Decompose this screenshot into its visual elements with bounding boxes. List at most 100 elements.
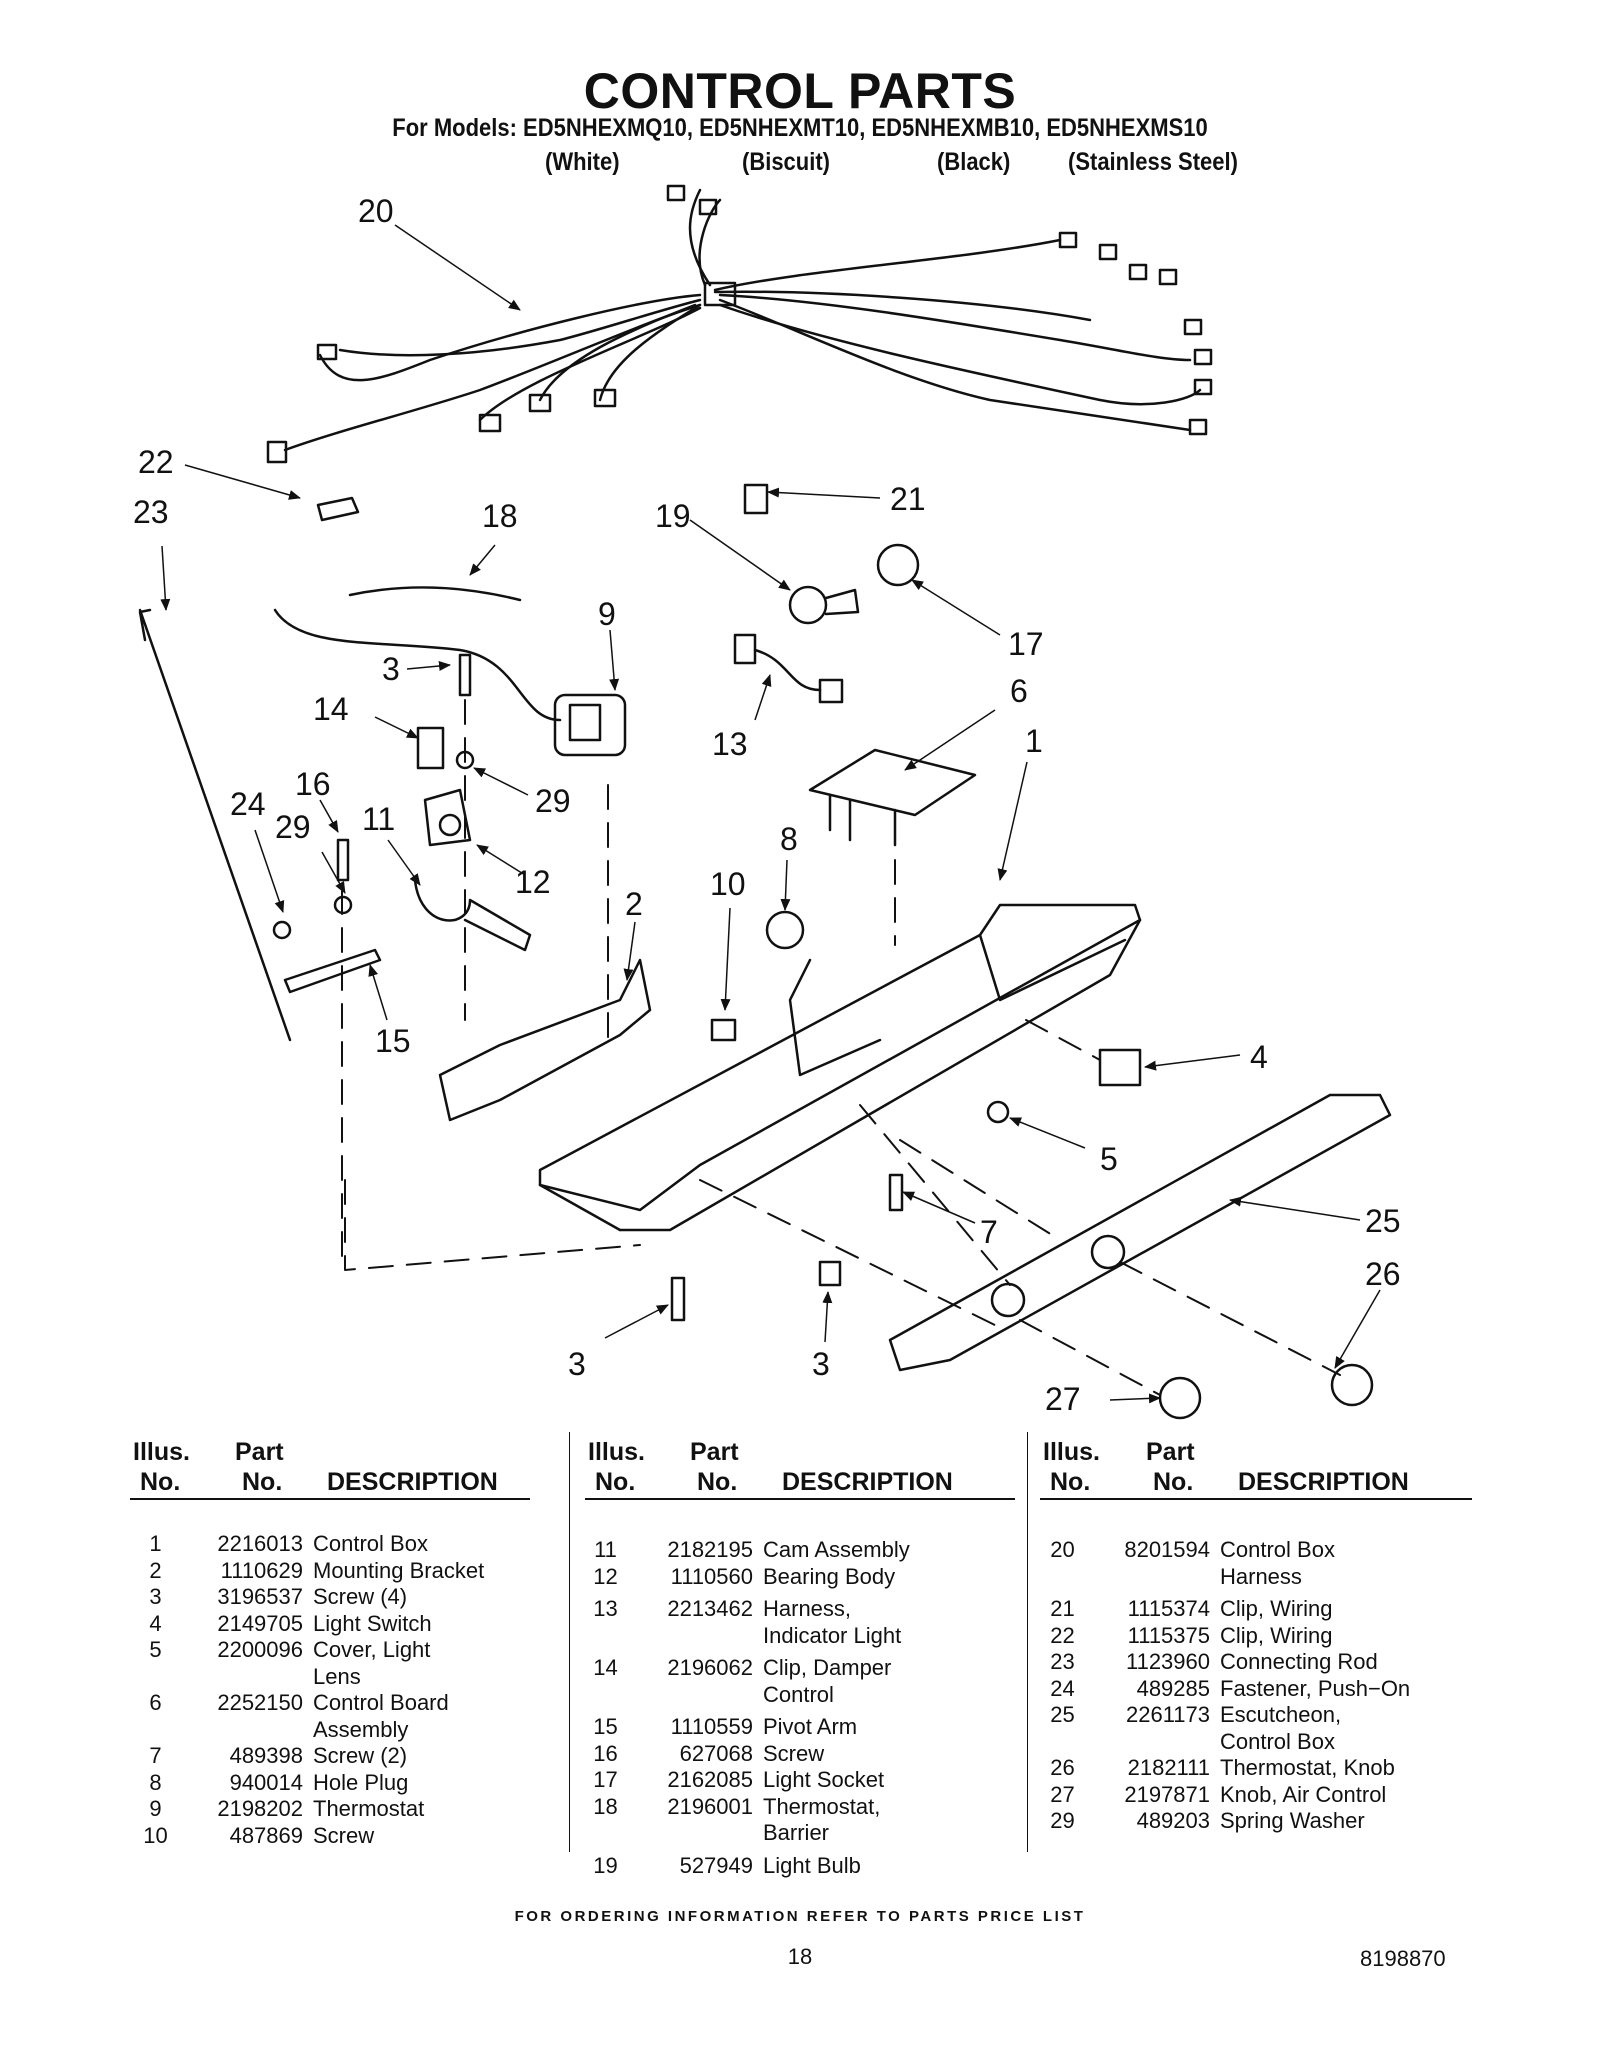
document-number: 8198870 — [1360, 1946, 1446, 1971]
illus-number: 3 — [149, 1584, 162, 1609]
callout-8: 8 — [780, 821, 798, 857]
header-rule — [585, 1498, 1015, 1500]
callout-16: 16 — [295, 766, 331, 802]
header-illus: Illus. — [1043, 1438, 1100, 1466]
part-description: Control Box — [1220, 1537, 1335, 1562]
illus-number: 14 — [593, 1655, 618, 1680]
callout-6: 6 — [1010, 673, 1028, 709]
part-number: 2216013 — [217, 1531, 303, 1556]
part-description: Cover, Light — [313, 1637, 431, 1662]
thermostat-barrier — [348, 586, 522, 602]
thermostat-knob — [1330, 1363, 1374, 1407]
illus-number: 6 — [149, 1690, 162, 1715]
part-description: Spring Washer — [1220, 1808, 1365, 1833]
part-number: 2162085 — [667, 1767, 753, 1792]
part-description: Bearing Body — [763, 1563, 896, 1589]
callout-7: 7 — [980, 1214, 998, 1250]
illus-number: 13 — [593, 1596, 618, 1621]
callout-9: 9 — [598, 596, 616, 632]
illus-number: 10 — [143, 1822, 168, 1848]
illus-number: 21 — [1050, 1596, 1075, 1621]
part-number: 1110560 — [670, 1563, 753, 1589]
screw-16 — [336, 838, 350, 882]
part-description-continued: Barrier — [763, 1820, 830, 1845]
illus-number: 4 — [149, 1610, 162, 1636]
damper-control-clip — [416, 726, 445, 770]
page-title: CONTROL PARTS — [583, 63, 1017, 119]
illus-number: 15 — [593, 1714, 618, 1739]
screw-3-top — [458, 653, 472, 697]
bearing-body — [423, 788, 472, 847]
header-illus-no: No. — [1050, 1468, 1091, 1496]
part-number: 1123960 — [1125, 1649, 1210, 1674]
part-description: Thermostat, Knob — [1220, 1755, 1395, 1780]
parts-row-continued: Barrier — [593, 1820, 1013, 1847]
part-description: Mounting Bracket — [313, 1557, 485, 1583]
pivot-arm — [283, 948, 382, 994]
part-description: Escutcheon, — [1220, 1702, 1342, 1727]
header-description: DESCRIPTION — [1238, 1468, 1409, 1496]
connecting-rod — [138, 608, 292, 1042]
callout-18: 18 — [482, 498, 518, 534]
part-description: Clip, Damper — [763, 1655, 892, 1680]
illus-number: 16 — [593, 1740, 618, 1766]
part-description: Connecting Rod — [1220, 1649, 1378, 1674]
illus-number: 25 — [1050, 1702, 1075, 1727]
part-description-continued: Lens — [313, 1663, 361, 1689]
callout-3-bottom-left: 3 — [568, 1346, 586, 1382]
part-description: Harness, — [763, 1596, 852, 1621]
light-lens-cover — [986, 1100, 1010, 1124]
illus-number: 24 — [1050, 1675, 1075, 1701]
part-number: 2200096 — [217, 1637, 303, 1662]
callout-23: 23 — [133, 494, 169, 530]
part-description: Cam Assembly — [763, 1537, 910, 1562]
illus-number: 22 — [1050, 1622, 1075, 1648]
illus-number: 29 — [1050, 1808, 1075, 1833]
illus-number: 27 — [1050, 1781, 1075, 1807]
part-description: Control Box — [313, 1531, 428, 1556]
part-description: Thermostat — [313, 1796, 425, 1821]
header-illus: Illus. — [133, 1438, 190, 1466]
part-number: 2196062 — [667, 1655, 753, 1680]
header-part: Part — [235, 1438, 284, 1466]
part-number: 627068 — [679, 1740, 753, 1766]
part-description: Pivot Arm — [763, 1714, 858, 1739]
parts-row-continued: Control — [593, 1682, 1013, 1709]
part-description-continued: Harness — [1220, 1563, 1302, 1589]
parts-row: 14 2196062 Clip, Damper — [593, 1655, 1013, 1682]
illus-number: 2 — [149, 1557, 162, 1583]
part-description: Screw (4) — [313, 1584, 408, 1609]
part-description-continued: Control — [763, 1681, 834, 1707]
part-number: 1115375 — [1127, 1622, 1210, 1648]
parts-row-continued: Control Box — [1050, 1729, 1470, 1756]
callout-14: 14 — [313, 691, 349, 727]
header-part-no: No. — [697, 1468, 738, 1496]
models-line: For Models: ED5NHEXMQ10, ED5NHEXMT10, ED… — [392, 114, 1208, 142]
callout-3-bottom-right: 3 — [812, 1346, 830, 1382]
illus-number: 26 — [1050, 1755, 1075, 1780]
callout-27: 27 — [1045, 1381, 1081, 1417]
callout-13: 13 — [712, 726, 748, 762]
callout-3-top: 3 — [382, 651, 400, 687]
callout-10: 10 — [710, 866, 746, 902]
header-rule — [130, 1498, 530, 1500]
light-socket — [876, 543, 920, 587]
part-number: 2197871 — [1124, 1781, 1210, 1807]
illus-number: 9 — [149, 1796, 162, 1821]
illus-number: 18 — [593, 1793, 618, 1819]
escutcheon — [888, 1093, 1392, 1372]
cam-assembly — [413, 878, 532, 952]
hole-plug — [765, 910, 805, 950]
illus-number: 20 — [1050, 1537, 1075, 1562]
callout-12: 12 — [515, 864, 551, 900]
